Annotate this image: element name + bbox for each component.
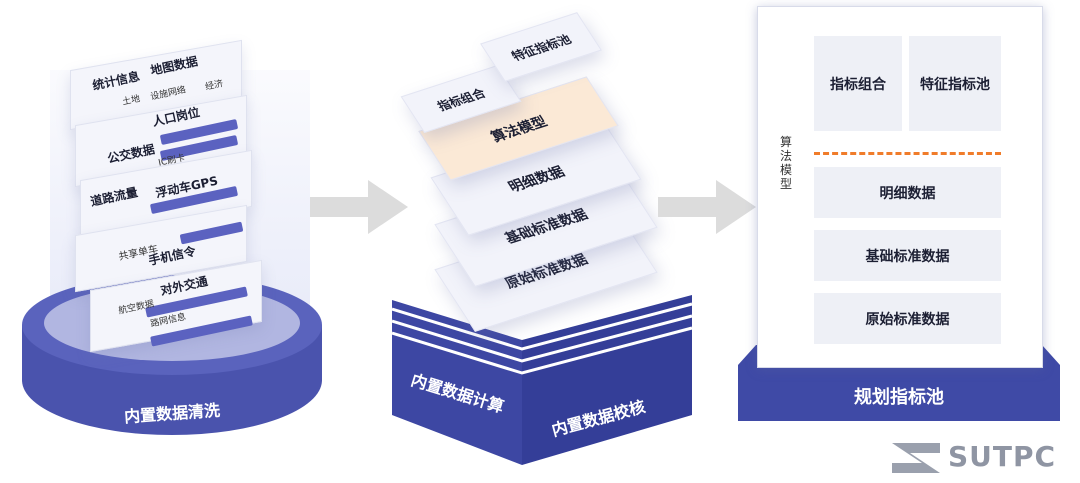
logo-text: SUTPC xyxy=(948,440,1057,473)
right-base-label: 规划指标池 xyxy=(854,387,944,408)
right-cell-feature-pool: 特征指标池 xyxy=(909,36,1001,131)
right-row-raw: 原始标准数据 xyxy=(814,293,1001,344)
right-row-detail: 明细数据 xyxy=(814,167,1001,218)
right-cell-index-combo: 指标组合 xyxy=(814,36,902,131)
card-feature-pool: 特征指标池 xyxy=(480,12,602,82)
arrow-right-icon-2 xyxy=(658,180,756,234)
middle-base-block xyxy=(392,295,693,465)
algorithm-side-label: 算法模型 xyxy=(779,135,792,191)
right-row-basic: 基础标准数据 xyxy=(814,230,1001,281)
sutpc-logo-icon xyxy=(892,443,940,473)
algorithm-divider xyxy=(814,152,1001,155)
arrow-right-icon xyxy=(310,180,408,234)
